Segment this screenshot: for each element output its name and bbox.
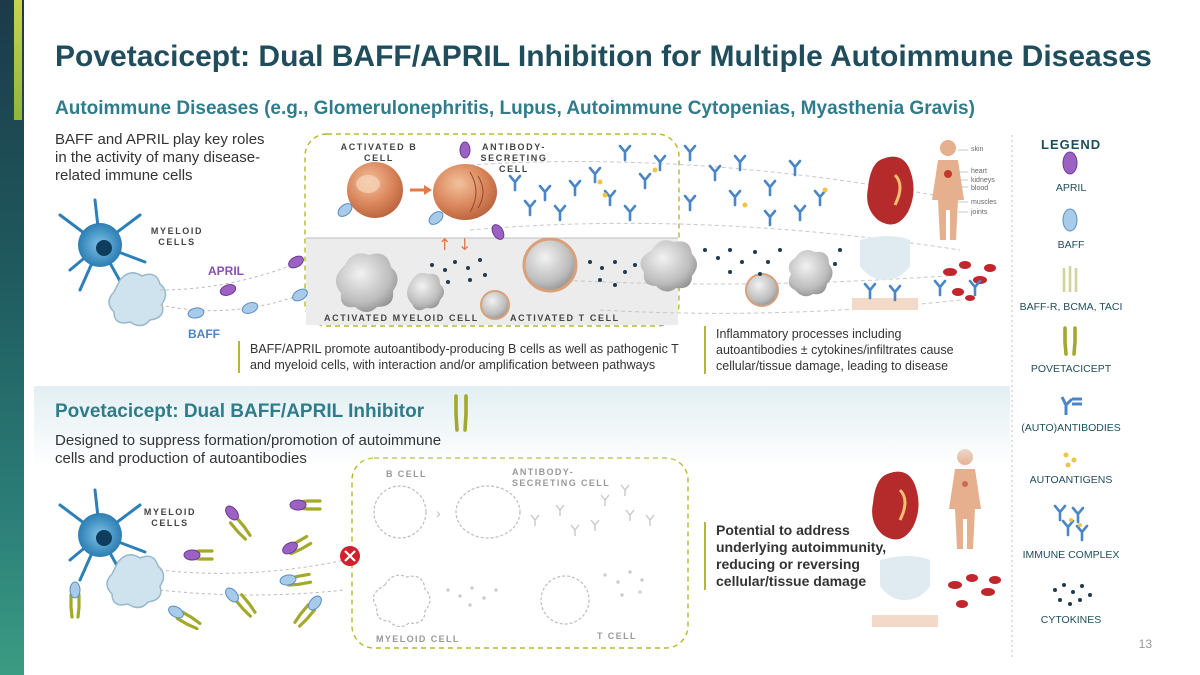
synapse-illustration-bottom [872,556,938,627]
inhibitor-description: Designed to suppress formation/promotion… [55,432,442,467]
myeloid-cells-label-top: MYELOID CELLS [150,226,204,247]
baff-molecules-top [186,286,310,320]
svg-text:↓: ↓ [458,235,471,254]
activated-cells-box [304,133,680,327]
kidney-illustration-top [867,156,914,225]
inhibitor-section-band [34,386,1010,466]
human-body-figure-top [932,140,968,240]
povetacicept-title-icon [454,394,468,432]
promote-note: BAFF/APRIL promote autoantibody-producin… [238,341,680,373]
antibody-secreting-cell-label-bottom: ANTIBODY-SECRETING CELL [512,467,611,488]
b-cell-label: B CELL [386,469,427,479]
body-label-blood: blood [971,185,989,192]
sidebar-accent [14,0,22,120]
legend-label-immune-complex: IMMUNE COMPLEX [1022,549,1120,561]
activated-t-cell-label: ACTIVATED T CELL [510,313,620,323]
svg-text:↑: ↑ [438,235,451,254]
body-organ-labels: skin heart kidneys blood muscles joints [971,146,997,218]
inhibitor-section-title: Povetacicept: Dual BAFF/APRIL Inhibitor [55,401,425,422]
cytokines-icon [1053,583,1092,606]
antibody-icon [1060,396,1082,415]
page-number: 13 [1138,637,1152,651]
myeloid-cells-label-bottom: MYELOID CELLS [143,507,197,528]
antibody-secreting-cell [426,141,507,242]
legend-label-april: APRIL [1055,182,1087,194]
immune-complex-icon [1053,504,1089,542]
t-cell-label-bottom: T CELL [597,631,637,641]
potential-note: Potential to address underlying autoimmu… [704,522,896,590]
myeloid-macrophage-top [108,272,167,327]
immune-complexes-top [597,167,828,208]
activated-b-cell [335,162,403,220]
inflammatory-note: Inflammatory processes including autoant… [704,326,968,374]
slide-sidebar [0,0,24,675]
legend-label-receptors: BAFF-R, BCMA, TACI [1019,301,1123,313]
legend-label-baff: BAFF [1057,239,1085,251]
body-label-skin: skin [971,146,984,153]
synapse-illustration-top [852,236,918,310]
povetacicept-icon [1063,326,1077,356]
suppressed-cell-outlines [372,485,590,628]
legend-label-povetacicept: POVETACICEPT [1030,363,1112,375]
april-icon [1062,151,1078,175]
antibody-secreting-cell-label-top: ANTIBODY-SECRETING CELL [480,142,548,174]
cytokines-top [430,248,842,287]
activated-myeloid-cell-label: ACTIVATED MYELOID CELL [324,313,479,323]
activated-t-cells [480,237,779,320]
autoantigen-icon [1063,452,1077,468]
kidney-illustration-bottom [872,471,919,540]
myeloid-cell-label-bottom: MYELOID CELL [376,634,460,644]
slide-title: Povetacicept: Dual BAFF/APRIL Inhibition… [55,40,1152,73]
body-label-kidneys: kidneys [971,176,995,184]
suppressed-antibodies [530,484,655,536]
body-label-joints: joints [971,209,988,216]
receptor-icon [1062,266,1078,292]
blocked-icon [340,546,360,566]
legend-label-cytokines: CYTOKINES [1040,614,1102,626]
slide-subtitle: Autoimmune Diseases (e.g., Glomeruloneph… [55,98,975,119]
baff-label: BAFF [188,327,220,341]
april-label: APRIL [208,264,244,278]
legend-title: LEGEND [1041,137,1102,152]
suppressed-cytokines [446,570,644,607]
myeloid-macrophage-bottom [106,554,165,609]
top-intro-text: BAFF and APRIL play key roles in the act… [55,131,265,184]
body-label-heart: heart [971,168,987,175]
activated-b-cell-label: ACTIVATED B CELL [340,142,418,163]
activated-myeloid-cells [335,240,833,312]
body-label-muscles: muscles [971,199,997,206]
svg-text:›: › [436,505,441,521]
legend-label-antibodies: (AUTO)ANTIBODIES [1021,422,1121,434]
myeloid-dendritic-cell-top [58,198,147,292]
legend-label-autoantigens: AUTOANTIGENS [1029,474,1113,486]
blood-cells-bottom [948,574,1001,608]
myeloid-dendritic-cell-bottom [58,488,147,582]
baff-icon [1062,208,1078,232]
